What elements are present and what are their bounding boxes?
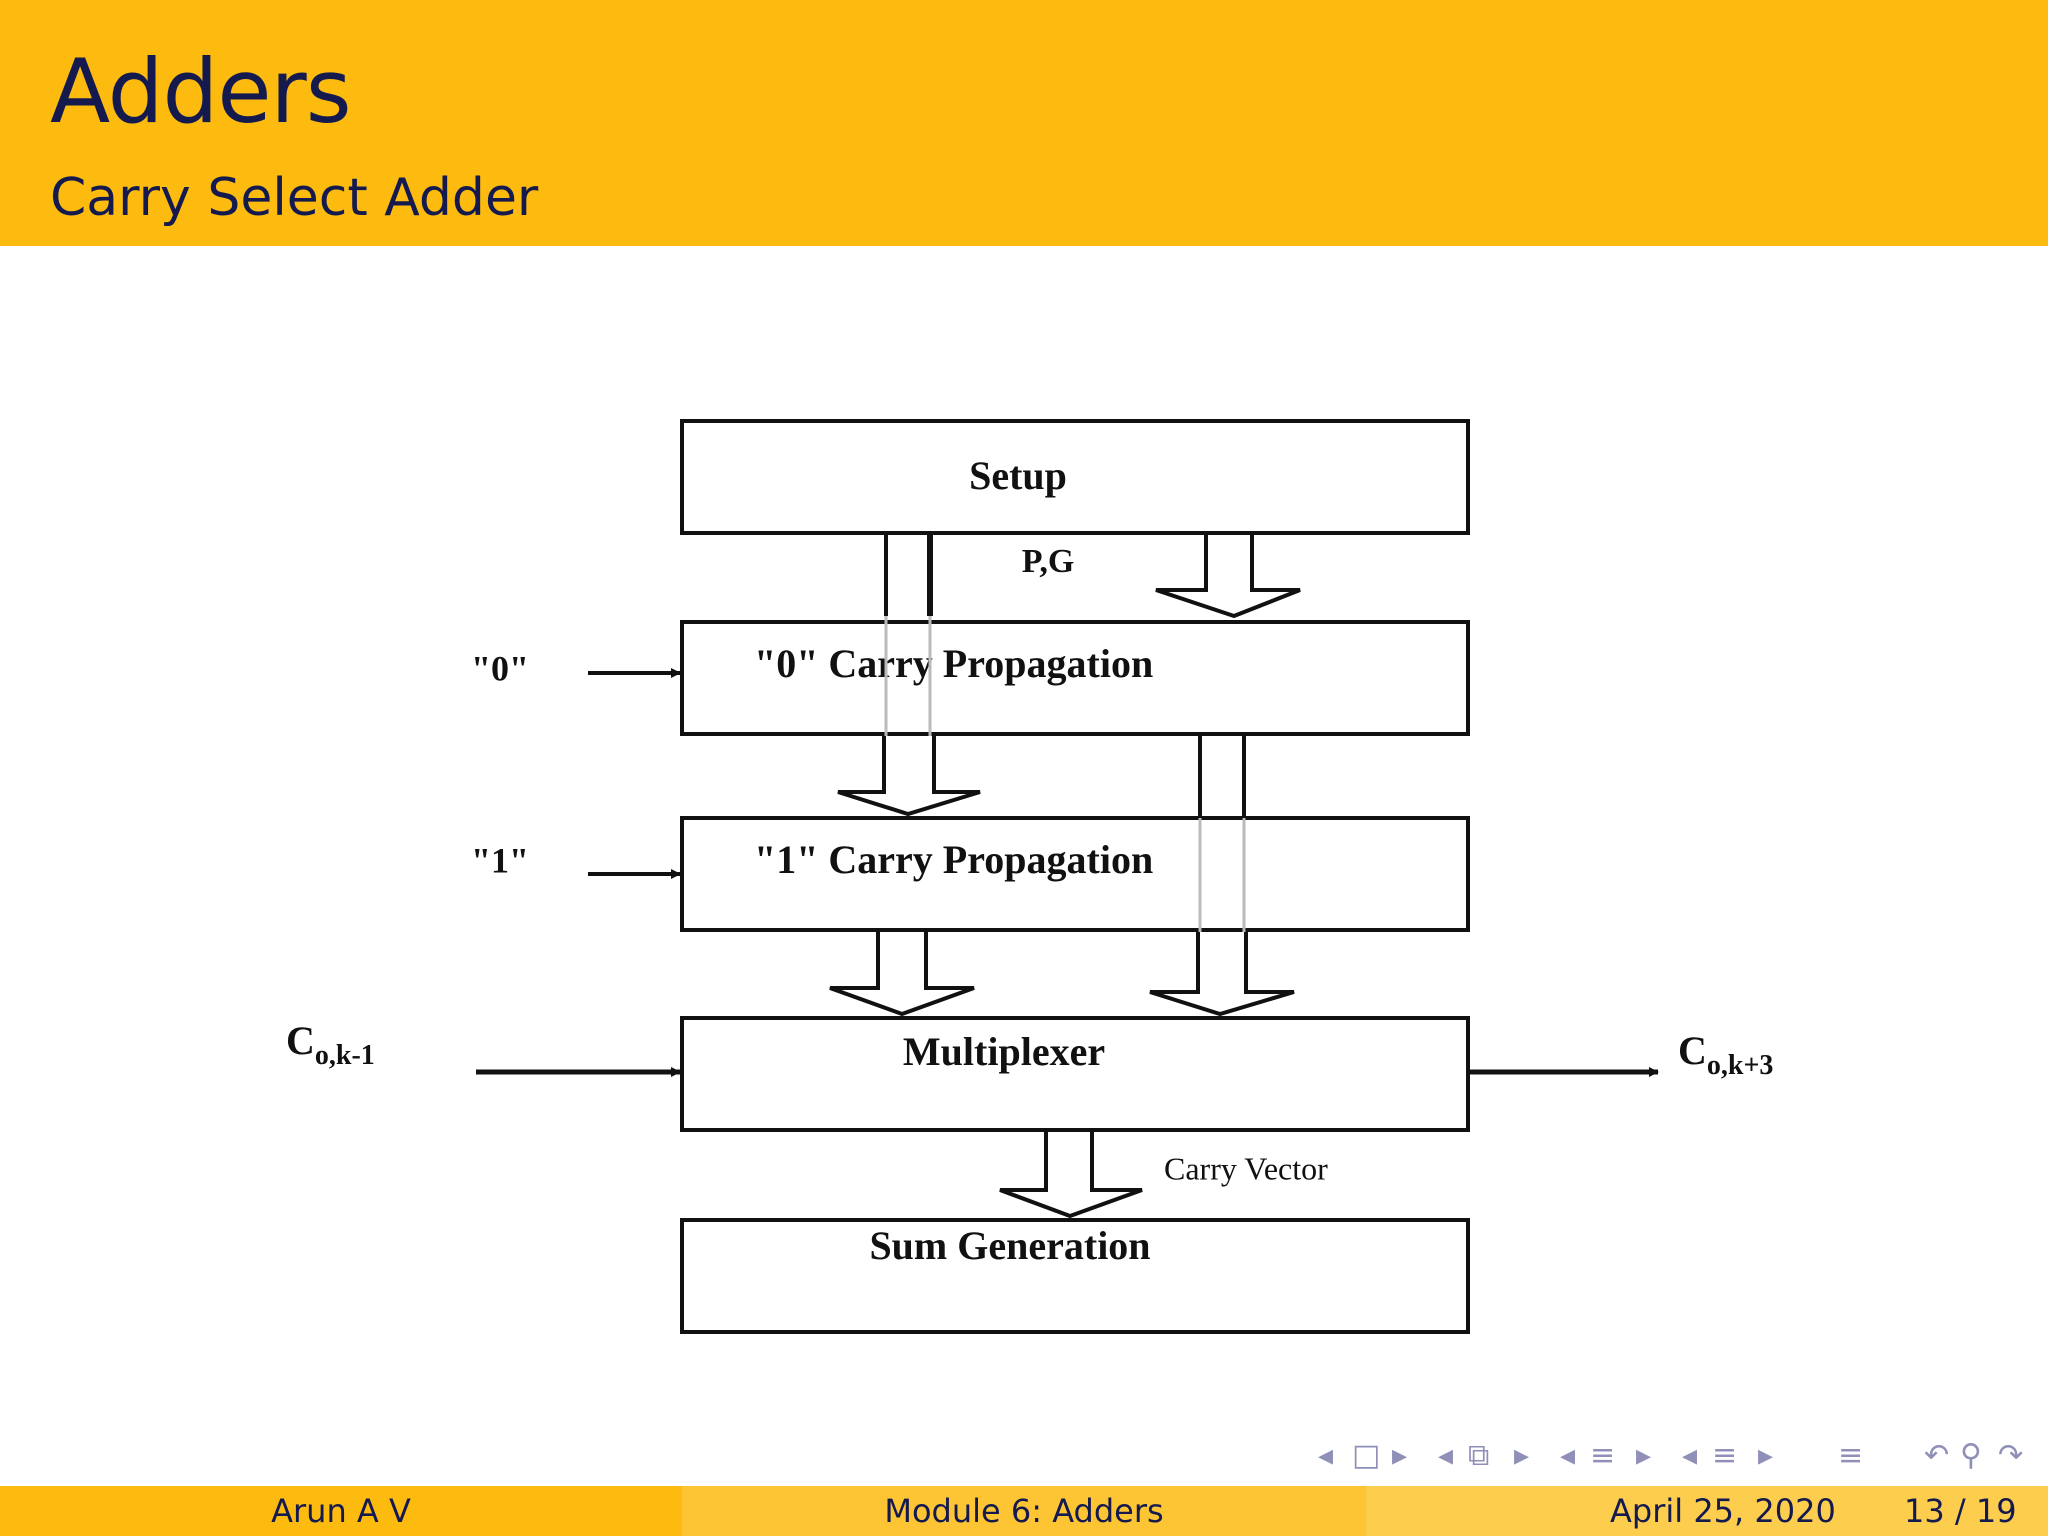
nav-frame-next-icon[interactable]: ▸ xyxy=(1392,1438,1408,1473)
setup-label: Setup xyxy=(969,453,1067,498)
sum-generation-block xyxy=(680,1218,1470,1334)
footer-date: April 25, 2020 xyxy=(1610,1492,1836,1530)
bus-carry0-to-mux xyxy=(1149,736,1295,1017)
carry-out-label: Co,k+3 xyxy=(1678,1028,1773,1081)
nav-forward-icon[interactable]: ↷ xyxy=(1998,1438,2024,1473)
bus-setup-to-carry0 xyxy=(1155,533,1301,619)
slide-footer: Arun A V Module 6: Adders April 25, 2020… xyxy=(0,1486,2048,1536)
carry-in-label: Co,k-1 xyxy=(286,1018,375,1071)
nav-part-icon[interactable]: ≡ xyxy=(1712,1438,1738,1473)
multiplexer-block xyxy=(680,1016,1470,1132)
slide-header: Adders Carry Select Adder xyxy=(0,0,2048,246)
sum-generation-label: Sum Generation xyxy=(869,1223,1150,1268)
nav-subsection-prev-icon[interactable]: ◂ xyxy=(1438,1438,1454,1473)
nav-part-next-icon[interactable]: ▸ xyxy=(1758,1438,1774,1473)
slide-title: Adders xyxy=(50,40,352,143)
nav-toc-icon[interactable]: ≡ xyxy=(1838,1438,1864,1473)
slide-subtitle: Carry Select Adder xyxy=(50,168,539,228)
carry0-block xyxy=(680,620,1470,736)
nav-subsection-icon[interactable]: ⧉ xyxy=(1468,1438,1490,1473)
footer-author-segment: Arun A V xyxy=(0,1486,682,1536)
carry0-label: "0" Carry Propagation xyxy=(754,641,1153,686)
footer-module: Module 6: Adders xyxy=(884,1492,1164,1530)
nav-frame-icon[interactable]: □ xyxy=(1352,1438,1381,1473)
bus-carry1-to-mux xyxy=(829,932,975,1017)
input-zero-label: "0" xyxy=(471,648,529,688)
carry1-block xyxy=(680,816,1470,932)
nav-section-prev-icon[interactable]: ◂ xyxy=(1560,1438,1576,1473)
carry-vector-label: Carry Vector xyxy=(1164,1150,1328,1186)
footer-page-number: 13 / 19 xyxy=(1904,1492,2017,1530)
nav-section-next-icon[interactable]: ▸ xyxy=(1636,1438,1652,1473)
footer-module-segment: Module 6: Adders xyxy=(682,1486,1366,1536)
footer-date-segment: April 25, 2020 13 / 19 xyxy=(1366,1486,2048,1536)
beamer-navigation-bar: ◂ □ ▸ ◂ ⧉ ▸ ◂ ≡ ▸ ◂ ≡ ▸ ≡ ↶ ⚲ ↷ xyxy=(1310,1436,2048,1476)
nav-search-icon[interactable]: ⚲ xyxy=(1960,1438,1982,1473)
carry1-label: "1" Carry Propagation xyxy=(754,837,1153,882)
input-one-label: "1" xyxy=(471,840,529,880)
multiplexer-label: Multiplexer xyxy=(903,1029,1105,1074)
nav-back-icon[interactable]: ↶ xyxy=(1924,1438,1950,1473)
nav-part-prev-icon[interactable]: ◂ xyxy=(1682,1438,1698,1473)
footer-author: Arun A V xyxy=(271,1492,411,1530)
carry-select-adder-diagram: Setup "0" Carry Propagation "1" Carry Pr… xyxy=(286,419,1773,1334)
nav-subsection-next-icon[interactable]: ▸ xyxy=(1514,1438,1530,1473)
bus-mux-to-sum xyxy=(999,1132,1143,1219)
setup-block xyxy=(680,419,1470,535)
pg-label: P,G xyxy=(1022,543,1075,580)
nav-first-arrow-icon[interactable]: ◂ xyxy=(1318,1438,1334,1473)
nav-section-icon[interactable]: ≡ xyxy=(1590,1438,1616,1473)
bus-setup-to-carry1 xyxy=(837,533,981,817)
